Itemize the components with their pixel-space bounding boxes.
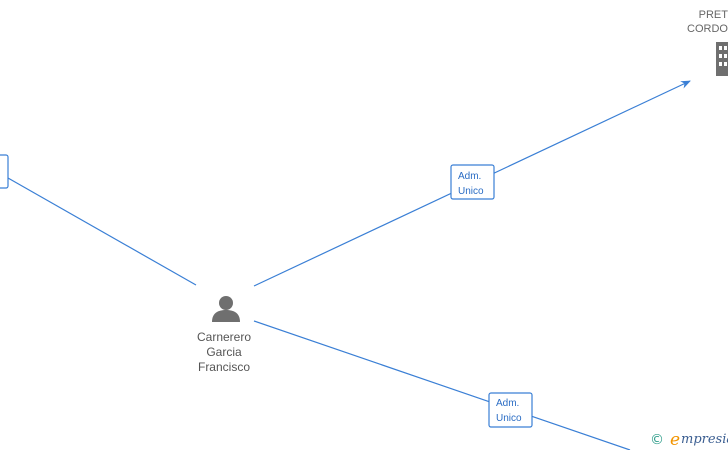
watermark: © e mpresia [650,430,728,450]
edge-label-box [488,392,533,428]
person-name-line: Francisco [198,360,250,374]
edge-line-bottom-right [253,320,631,450]
left-node-box[interactable] [0,154,9,189]
edge-label-box [450,164,495,200]
company-node-top-right[interactable]: PRET CORDO [687,9,728,76]
brand-initial: e [670,430,680,450]
person-name-line: Carnerero [197,330,251,344]
edge-line-left [7,177,197,286]
person-name-line: Garcia [206,345,242,359]
edge-label-line: Adm. [496,398,519,409]
edge-label-top-right[interactable]: Adm. Unico [450,164,495,200]
person-node[interactable]: Carnerero Garcia Francisco [197,296,251,374]
brand-name: mpresia [681,432,728,447]
building-icon [716,42,728,76]
edge-label-line: Adm. [458,171,481,182]
edge-label-line: Unico [458,186,484,197]
company-name-line: PRET [699,9,728,21]
company-name-line: CORDO [687,23,728,35]
edge-label-line: Unico [496,413,522,424]
copyright-symbol: © [650,432,664,448]
edge-label-bottom-right[interactable]: Adm. Unico [488,392,533,428]
person-icon [212,296,240,322]
